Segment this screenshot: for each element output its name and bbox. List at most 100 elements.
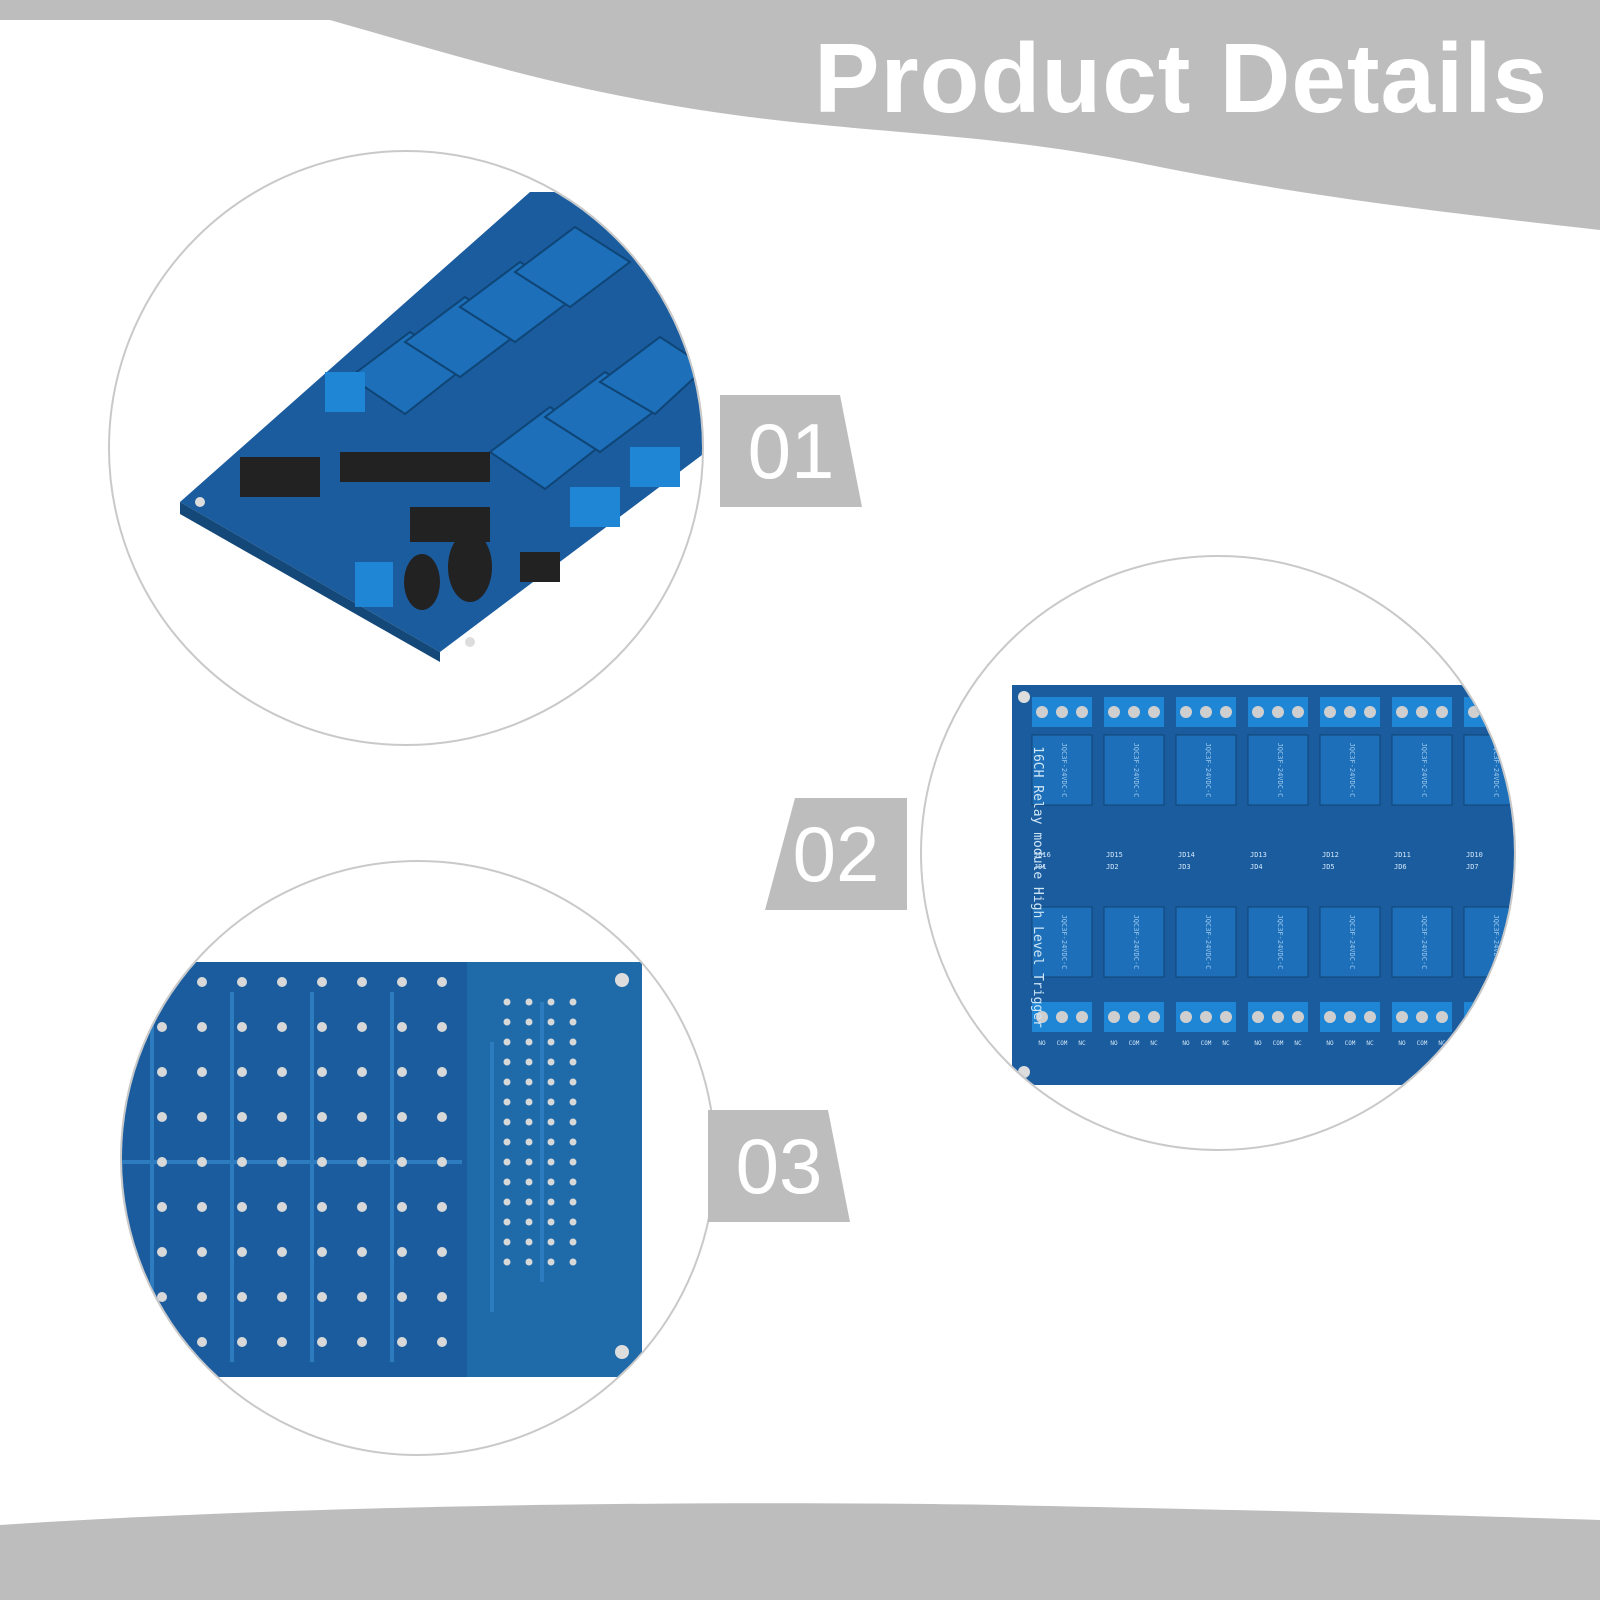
terminal-screw [1056, 706, 1068, 718]
terminal-screw [1200, 1011, 1212, 1023]
terminal-screw [1436, 1011, 1448, 1023]
solder-point [569, 1018, 577, 1026]
solder-point [277, 1292, 287, 1302]
relay-marking: JQC3F-24VDC-C [1420, 915, 1428, 970]
terminal-screw [1292, 1011, 1304, 1023]
solder-point [277, 1157, 287, 1167]
relay [1247, 734, 1309, 806]
solder-point [357, 1337, 367, 1347]
solder-point [237, 1067, 247, 1077]
relay-marking: JQC3F-24VDC-C [1276, 915, 1284, 970]
terminal-label: COM [1489, 1040, 1500, 1047]
relay-id: JD14 [1178, 851, 1195, 859]
terminal-screw [1128, 1011, 1140, 1023]
terminal-screw [1508, 1011, 1514, 1023]
terminal-screw [1108, 706, 1120, 718]
solder-point [503, 998, 511, 1006]
solder-point [397, 1022, 407, 1032]
terminal-screw [1364, 706, 1376, 718]
solder-point [569, 1218, 577, 1226]
terminal-screw [1056, 1011, 1068, 1023]
terminal-screw [1272, 706, 1284, 718]
relay [1103, 906, 1165, 978]
solder-point [503, 1038, 511, 1046]
solder-point [237, 1022, 247, 1032]
solder-point [197, 1022, 207, 1032]
solder-point [437, 1202, 447, 1212]
solder-point [197, 1292, 207, 1302]
solder-point [317, 977, 327, 987]
terminal-screw [1252, 706, 1264, 718]
solder-point [317, 1292, 327, 1302]
solder-point [503, 1018, 511, 1026]
solder-point [397, 1157, 407, 1167]
solder-point [503, 1078, 511, 1086]
solder-point [397, 977, 407, 987]
relay-id: JD10 [1466, 851, 1483, 859]
solder-point [197, 1247, 207, 1257]
terminal-screw [1344, 1011, 1356, 1023]
terminal-screw [1108, 1011, 1120, 1023]
solder-point [277, 1247, 287, 1257]
terminal-label: COM [1273, 1040, 1284, 1047]
solder-point [317, 1112, 327, 1122]
terminal-screw [1416, 1011, 1428, 1023]
solder-point [237, 1202, 247, 1212]
relay-id: JD4 [1250, 863, 1263, 871]
solder-point [547, 1118, 555, 1126]
relay-marking: JQC3F-24VDC-C [1204, 743, 1212, 798]
solder-point [317, 1337, 327, 1347]
solder-point [569, 1198, 577, 1206]
terminal-screw [1292, 706, 1304, 718]
board-module-text: 16CH Relay module High Level Trigger [1030, 746, 1045, 1028]
relay-marking: JQC3F-24VDC-C [1420, 743, 1428, 798]
terminal-label: COM [1345, 1040, 1356, 1047]
relay-marking: JQC3F-24VDC-C [1276, 743, 1284, 798]
terminal-screw [1076, 1011, 1088, 1023]
solder-point [569, 1178, 577, 1186]
solder-point [157, 1112, 167, 1122]
relay-marking: JQC3F-24VDC-C [1492, 915, 1500, 970]
relay-marking: JQC3F-24VDC-C [1132, 915, 1140, 970]
relay-marking: JQC3F-24VDC-C [1060, 743, 1068, 798]
solder-point [503, 1058, 511, 1066]
solder-point [237, 1247, 247, 1257]
terminal-label: NO [1254, 1040, 1262, 1047]
solder-point [277, 1112, 287, 1122]
solder-point [525, 1098, 533, 1106]
relay [1463, 734, 1514, 806]
terminal-screw [1220, 706, 1232, 718]
solder-point [157, 977, 167, 987]
terminal-screw [1396, 706, 1408, 718]
solder-point [437, 1292, 447, 1302]
relay-id: JD15 [1106, 851, 1123, 859]
relay-id: JD5 [1322, 863, 1335, 871]
solder-point [237, 1292, 247, 1302]
solder-point [157, 1022, 167, 1032]
terminal-screw [1148, 1011, 1160, 1023]
badge-03-shape [708, 1110, 850, 1222]
solder-point [503, 1258, 511, 1266]
solder-point [197, 1157, 207, 1167]
solder-point [503, 1178, 511, 1186]
terminal-label: NO [1470, 1040, 1478, 1047]
solder-point [569, 1098, 577, 1106]
terminal-screw [1324, 706, 1336, 718]
terminal-screw [1416, 706, 1428, 718]
terminal-screw [1396, 1011, 1408, 1023]
solder-point [317, 1022, 327, 1032]
header-band [0, 0, 1600, 230]
solder-point [569, 1058, 577, 1066]
terminal-label: NC [1150, 1040, 1158, 1047]
solder-point [569, 1078, 577, 1086]
badge-01: 01 [720, 395, 862, 507]
solder-point [277, 1022, 287, 1032]
solder-point [397, 1067, 407, 1077]
terminal-label: NC [1510, 1040, 1516, 1047]
terminal-label: NO [1038, 1040, 1046, 1047]
solder-point [397, 1112, 407, 1122]
detail-circle-1 [108, 150, 704, 746]
solder-point [503, 1158, 511, 1166]
solder-point [237, 1157, 247, 1167]
